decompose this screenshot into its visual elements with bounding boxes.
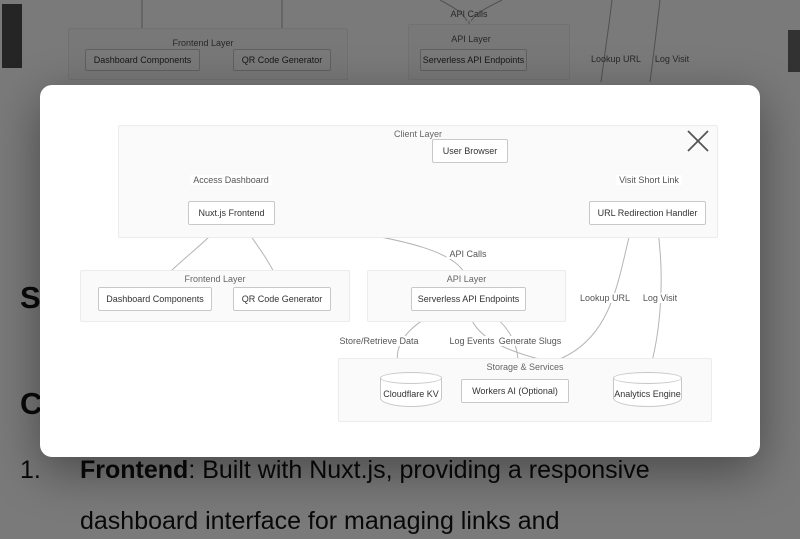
edge-label-lookup-url: Lookup URL (576, 293, 634, 303)
edge-label-log-visit: Log Visit (639, 293, 681, 303)
edge-label-generate-slugs: Generate Slugs (495, 336, 565, 346)
node-cloudflare-kv: Cloudflare KV (380, 372, 442, 407)
node-analytics-engine: Analytics Engine (613, 372, 682, 407)
node-analytics-engine-label: Analytics Engine (614, 388, 681, 399)
edge-label-log-events: Log Events (446, 336, 498, 346)
edge-label-api-calls: API Calls (446, 249, 490, 259)
api-layer-label: API Layer (446, 274, 487, 284)
edge-label-visit-short-link: Visit Short Link (616, 175, 682, 185)
diagram-lightbox-modal: Client Layer Frontend Layer API Layer St… (40, 85, 760, 457)
close-icon (687, 130, 709, 152)
frontend-layer-label: Frontend Layer (184, 274, 246, 284)
node-cloudflare-kv-label: Cloudflare KV (383, 388, 439, 399)
node-nuxt-frontend: Nuxt.js Frontend (188, 201, 275, 225)
node-serverless-api-endpoints: Serverless API Endpoints (411, 287, 526, 311)
node-workers-ai: Workers AI (Optional) (461, 379, 569, 403)
close-button[interactable] (684, 127, 712, 155)
node-user-browser: User Browser (432, 139, 508, 163)
storage-services-label: Storage & Services (486, 362, 564, 372)
edge-label-access-dashboard: Access Dashboard (190, 175, 272, 185)
edge-label-store-retrieve-data: Store/Retrieve Data (336, 336, 422, 346)
client-layer-label: Client Layer (393, 129, 443, 139)
node-qr-code-generator: QR Code Generator (233, 287, 331, 311)
node-url-redirection-handler: URL Redirection Handler (589, 201, 706, 225)
node-dashboard-components: Dashboard Components (98, 287, 212, 311)
